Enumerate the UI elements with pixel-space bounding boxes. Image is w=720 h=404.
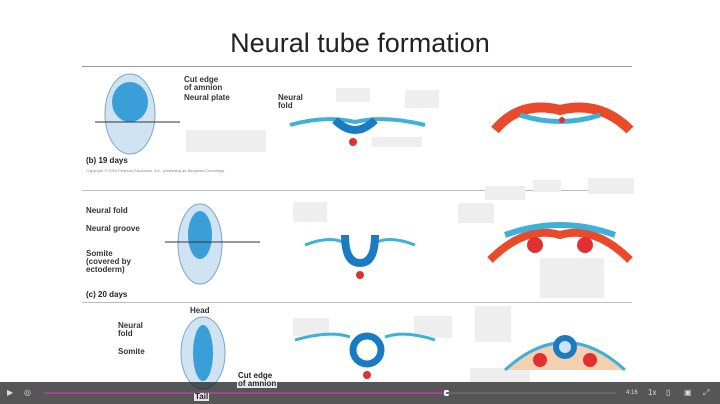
hidden-label: [533, 180, 561, 192]
slide-title: Neural tube formation: [230, 28, 490, 58]
hidden-label: [405, 90, 439, 108]
label-neural-fold: Neural fold: [86, 206, 128, 215]
divider: [82, 66, 632, 67]
label-tail: Tail: [194, 392, 210, 401]
label-somite: Somite (covered by ectoderm): [86, 249, 131, 274]
label-neural-fold: Neural fold: [118, 321, 143, 338]
cross-section-c: [304, 234, 416, 279]
progress-bar[interactable]: [44, 390, 449, 396]
label-neural-groove: Neural groove: [86, 224, 140, 233]
label-cut-edge: Cut edge of amnion: [237, 371, 278, 388]
embryo-diagram-d: [180, 316, 226, 390]
play-icon[interactable]: ▶: [7, 388, 14, 397]
fullscreen-icon[interactable]: ⤢: [703, 388, 710, 397]
progress-remaining: [446, 392, 616, 394]
hidden-label: [540, 258, 604, 298]
cross-section-b2: [491, 102, 634, 134]
embryo-19-days-diagram: [95, 73, 180, 155]
hidden-label: [293, 202, 327, 222]
cross-section-d2: [503, 335, 627, 372]
label-head: Head: [190, 306, 210, 315]
cross-section-b: [289, 117, 426, 146]
hidden-label: [470, 368, 530, 382]
hidden-label: [588, 178, 634, 194]
caption-c: (c) 20 days: [86, 290, 128, 299]
divider: [82, 190, 632, 191]
progress-fill: [44, 392, 446, 394]
cross-section-d: [294, 332, 436, 379]
copyright: Copyright © 2004 Pearson Education, Inc.…: [86, 168, 225, 173]
volume-icon[interactable]: ◎: [24, 388, 31, 397]
caption-b: (b) 19 days: [86, 156, 128, 165]
video-controls: ▶ ◎ 4:16 1x ▯ ▣ ⤢: [0, 382, 720, 404]
hidden-label: [293, 318, 329, 336]
speed-button[interactable]: 1x: [648, 388, 657, 397]
hidden-label: [485, 186, 525, 200]
time-display: 4:16: [626, 390, 638, 396]
hidden-label: [475, 306, 511, 342]
label-neural-plate: Neural plate: [184, 93, 230, 102]
captions-icon[interactable]: ▯: [666, 388, 671, 397]
pip-icon[interactable]: ▣: [684, 388, 692, 397]
hidden-label: [458, 203, 494, 223]
hidden-label: [372, 137, 422, 147]
hidden-label: [186, 130, 266, 152]
cross-section-c2: [487, 222, 633, 263]
hidden-label: [336, 88, 370, 102]
hidden-label: [414, 316, 452, 338]
label-cut-edge: Cut edge of amnion: [184, 75, 223, 92]
label-somite: Somite: [118, 347, 145, 356]
divider: [82, 302, 632, 303]
label-neural-fold: Neural fold: [278, 93, 303, 110]
embryo-20-days-diagram: [165, 203, 260, 285]
